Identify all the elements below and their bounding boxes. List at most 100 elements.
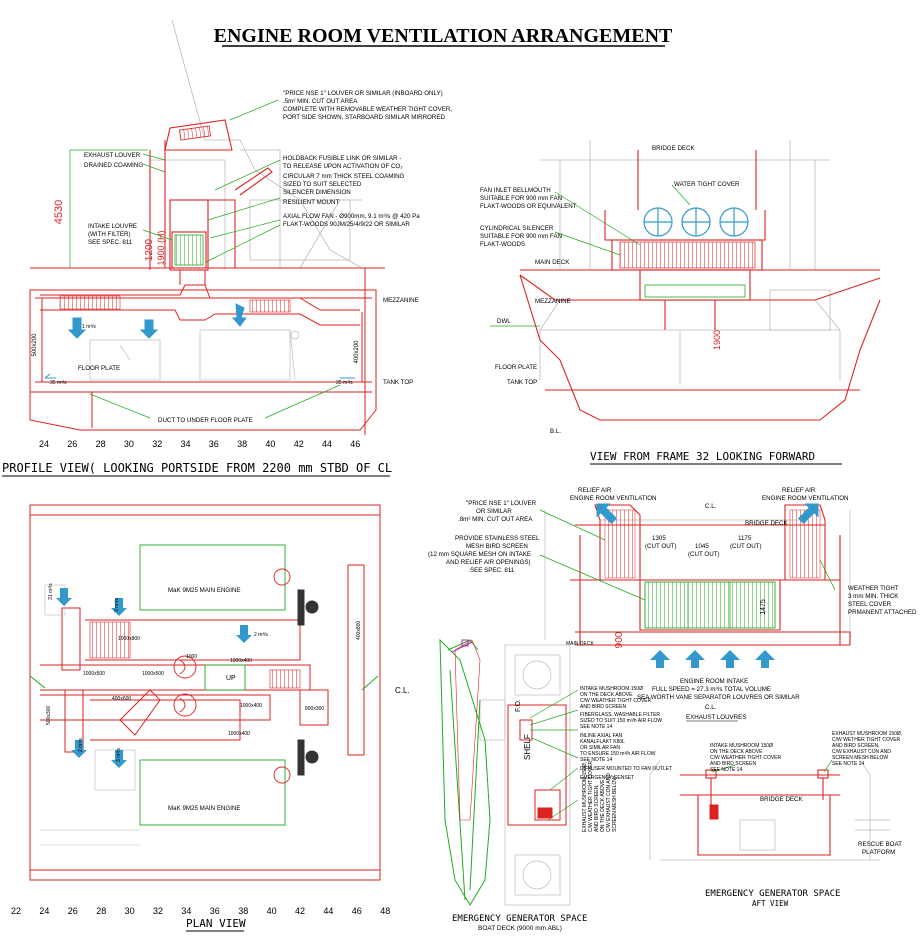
aft-ex-3: AND BIRD SCREEN, <box>832 743 880 749</box>
plan-flow-label: 31 m³/s <box>48 583 54 600</box>
plan-duct-label: 1000x400 <box>230 658 252 664</box>
label-mezzanine: MEZZANINE <box>383 297 419 304</box>
plan-duct-label: 1000x500 <box>142 671 164 677</box>
frame32-view-title: VIEW FROM FRAME 32 LOOKING FORWARD <box>590 450 815 463</box>
f32-bridge-deck: BRIDGE DECK <box>652 145 696 152</box>
plan-frame-36: 36 <box>210 906 220 916</box>
aft-rescue-2: PLATFORM <box>862 849 895 856</box>
egen-ex-3: AND BIRD SCREEN, <box>594 784 600 832</box>
plan-view-title: PLAN VIEW <box>186 917 246 930</box>
egen-fib-2: SIZED TO SUIT 150 m³/h AIR FLOW <box>580 718 662 724</box>
note-louver-1: "PRICE NSE 1" LOUVER OR SIMILAR (INBOARD… <box>283 90 443 97</box>
plan-duct-label: 1000x400 <box>240 703 262 709</box>
relief-cut-1: 1305 <box>652 535 666 542</box>
relief-left-2: ENGINE ROOM VENTILATION <box>570 495 657 502</box>
flow-1: 1 m³/s <box>82 324 96 330</box>
relief-note-2: OR SIMILAR <box>476 508 512 515</box>
plan-duct-label: 1000x800 <box>118 636 140 642</box>
note-drained: DRAINED COAMING <box>84 162 143 169</box>
plan-frame-24: 24 <box>39 906 49 916</box>
f32-cyl-1: CYLINDRICAL SILENCER <box>480 225 554 232</box>
relief-cutout-3: (CUT OUT) <box>730 543 762 550</box>
plan-frame-48: 48 <box>380 906 390 916</box>
note-circ-2: SIZED TO SUIT SELECTED <box>283 181 362 188</box>
relief-main-deck: MAIN DECK <box>566 641 594 647</box>
relief-cut-3: 1175 <box>738 535 752 542</box>
aft-in-1: INTAKE MUSHROOM 150Ø <box>710 743 773 749</box>
profile-view: 4530 1200 1900 (H) 500x200 400x200 35 m³… <box>2 19 452 477</box>
plan-frame-46: 46 <box>352 906 362 916</box>
relief-wt-4: PRMANENT ATTACHED <box>848 609 917 616</box>
egen-fan-5: SEE NOTE 14 <box>580 757 612 763</box>
aft-ex-5: SCREEN MESH BELOW <box>832 755 888 761</box>
dim-4530: 4530 <box>53 200 65 224</box>
relief-mesh-2: MESH BIRD SCREEN <box>466 543 528 550</box>
egen-ex-2: C/W WEATHER TIGHT COVER <box>588 760 594 832</box>
f32-cyl-3: FLAKT-WOODS <box>480 241 525 248</box>
relief-mesh-4: AND RELIEF AIR OPENINGS) <box>446 559 531 566</box>
egen-mush-4: AND BIRD SCREEN <box>580 704 627 710</box>
dim-1900: 1900 (H) <box>156 230 166 265</box>
frame32-view: 1900 BRIDGE DECK WATER TIGHT COVER FAN I… <box>480 140 881 465</box>
plan-frame-44: 44 <box>323 906 333 916</box>
profile-frame-36: 36 <box>209 439 219 449</box>
note-resilient: RESILIENT MOUNT <box>283 199 339 206</box>
profile-frame-40: 40 <box>265 439 275 449</box>
note-fan-2: FLAKT-WOODS 90JM/25/4/9/22 OR SIMILAR <box>283 221 410 228</box>
plan-duct-label: 1000x500 <box>83 671 105 677</box>
plan-duct-label: 1000 <box>186 654 197 660</box>
profile-frame-44: 44 <box>322 439 332 449</box>
aft-ex-2: C/W WETHER TIGHT COVER <box>832 737 901 743</box>
profile-frame-28: 28 <box>96 439 106 449</box>
egen-ex-4: ON THE DECK ABOVE <box>600 779 606 832</box>
egen-shelf: SHELF <box>523 734 532 760</box>
aft-in-2: ON THE DECK ABOVE <box>710 749 763 755</box>
plan-view: MaK 9M25 MAIN ENGINE MaK 9M25 MAIN ENGIN… <box>11 504 410 932</box>
note-circ-3: SILENCER DIMENSION <box>283 189 351 196</box>
relief-wt-1: WEATHER TIGHT <box>848 585 899 592</box>
aft-title: EMERGENCY GENERATOR SPACE <box>705 889 840 899</box>
profile-frame-46: 46 <box>350 439 360 449</box>
profile-frame-26: 26 <box>67 439 77 449</box>
plan-flow-label: 3 m³/s <box>116 748 122 762</box>
plan-frame-28: 28 <box>96 906 106 916</box>
plan-frame-42: 42 <box>295 906 305 916</box>
egen-mush-2: ON THE DECK ABOVE <box>580 692 633 698</box>
note-intake-1: INTAKE LOUVRE <box>88 223 137 230</box>
plan-frame-26: 26 <box>68 906 78 916</box>
aft-ex-1: EXHAUST MUSHROOM 150Ø, <box>832 731 902 737</box>
relief-right-1: RELIEF AIR <box>782 487 816 494</box>
relief-intake-3: SEA WORTH VANE SEPARATOR LOUVRES OR SIMI… <box>637 694 800 701</box>
plan-frame-38: 38 <box>238 906 248 916</box>
relief-cutout-1: (CUT OUT) <box>645 543 677 550</box>
dim-1200: 1200 <box>144 238 155 261</box>
profile-frame-38: 38 <box>237 439 247 449</box>
note-holdback-1: HOLDBACK FUSIBLE LINK OR SIMILAR - <box>283 155 401 162</box>
egen-fan-2: KANALFLAKT K80L <box>580 739 625 745</box>
flow-35b: 35 m³/s <box>336 380 353 386</box>
relief-mesh-5: SEE SPEC. 811 <box>470 567 515 574</box>
aft-ex-6: SEE NOTE 14 <box>832 761 864 767</box>
note-holdback-2: TO RELEASE UPON ACTIVATION OF CO₂ <box>283 163 403 170</box>
sheet-title: ENGINE ROOM VENTILATION ARRANGEMENT <box>214 25 673 47</box>
emergency-generator-plan: SHELF F.O. INTAKE MUSHROOM 150Ø ON THE D… <box>439 638 672 932</box>
plan-duct-label: 1000x400 <box>228 731 250 737</box>
relief-dim-900: 900 <box>614 631 625 648</box>
plan-duct-label: 400x600 <box>112 696 131 702</box>
label-floor-plate: FLOOR PLATE <box>78 365 120 372</box>
relief-mesh-1: PROVIDE STAINLESS STEEL <box>455 535 540 542</box>
f32-water-tight: WATER TIGHT COVER <box>674 181 740 188</box>
relief-intake-1: ENGINE ROOM INTAKE <box>680 678 748 685</box>
aft-in-5: SEE NOTE 14 <box>710 767 742 773</box>
egen-fo: F.O. <box>515 699 522 712</box>
relief-note-1: "PRICE NSE 1" LOUVER <box>466 500 537 507</box>
aft-ex-4: C/W EXHAUST CON AND <box>832 749 891 755</box>
profile-frame-34: 34 <box>180 439 190 449</box>
f32-floor-plate: FLOOR PLATE <box>495 364 537 371</box>
f32-main-deck: MAIN DECK <box>535 259 570 266</box>
f32-bell-1: FAN INLET BELLMOUTH <box>480 187 551 194</box>
relief-wt-3: STEEL COVER <box>848 601 892 608</box>
relief-cutout-2: (CUT OUT) <box>688 551 720 558</box>
